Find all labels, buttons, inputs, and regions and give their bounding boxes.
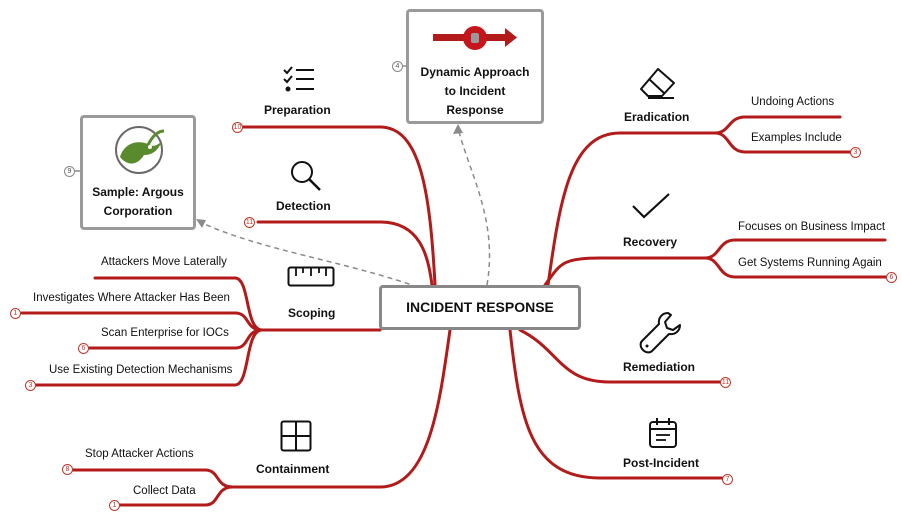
containment-child-collect[interactable]: Collect Data (133, 485, 196, 497)
containment-child-stop-badge: 8 (62, 464, 73, 475)
forward-arrow-icon (433, 26, 517, 50)
scoping-label[interactable]: Scoping (288, 306, 336, 320)
scoping-child-existing-badge: 3 (25, 380, 36, 391)
ruler-icon (287, 266, 335, 287)
preparation-label[interactable]: Preparation (264, 103, 331, 117)
branch-line-remediation (518, 328, 724, 384)
magnifier-icon (291, 161, 321, 191)
remediation-label[interactable]: Remediation (623, 360, 696, 374)
branch-line-detection (256, 220, 434, 287)
containment-child-stop[interactable]: Stop Attacker Actions (85, 448, 194, 460)
dynamic-approach-badge: 4 (392, 61, 403, 72)
scoping-child-investigates-badge: 1 (10, 308, 21, 319)
scoping-child-scan-badge: 6 (78, 343, 89, 354)
eradication-child-examples[interactable]: Examples Include (751, 132, 842, 144)
sample-argous-label: Sample: Argous Corporation (92, 185, 184, 218)
recovery-child-business[interactable]: Focuses on Business Impact (738, 221, 886, 233)
argous-logo-icon (115, 126, 165, 174)
recovery-label[interactable]: Recovery (623, 235, 678, 249)
recovery-child-systems[interactable]: Get Systems Running Again (738, 257, 882, 269)
remediation-badge: 11 (720, 377, 731, 388)
scoping-child-existing[interactable]: Use Existing Detection Mechanisms (49, 364, 233, 376)
dynamic-approach-label: Dynamic Approach to Incident Response (420, 65, 530, 117)
branch-line-containment (231, 328, 452, 489)
recovery-child-systems-badge: 6 (886, 272, 897, 283)
center-node[interactable]: INCIDENT RESPONSE (379, 285, 581, 330)
eraser-icon (640, 68, 675, 99)
center-node-label: INCIDENT RESPONSE (406, 299, 554, 315)
sample-argous-node[interactable]: Sample: Argous Corporation (80, 115, 196, 230)
branch-line-eradication (546, 131, 717, 287)
branch-line-post-incident (508, 328, 724, 480)
detection-badge: 11 (244, 217, 255, 228)
checklist-icon (283, 66, 314, 92)
containment-label[interactable]: Containment (256, 462, 330, 476)
post-incident-badge: 7 (722, 474, 733, 485)
scoping-child-investigates[interactable]: Investigates Where Attacker Has Been (33, 292, 230, 304)
branch-line-preparation (241, 125, 437, 287)
eradication-child-undoing[interactable]: Undoing Actions (751, 96, 835, 108)
eradication-child-examples-badge: 3 (850, 147, 861, 158)
dashed-link-sample (199, 221, 419, 288)
dynamic-approach-node[interactable]: Dynamic Approach to Incident Response (406, 9, 544, 124)
scoping-child-scan[interactable]: Scan Enterprise for IOCs (101, 327, 229, 339)
checkmark-icon (632, 193, 670, 219)
branch-line-recovery (543, 256, 707, 287)
scoping-child-lateral[interactable]: Attackers Move Laterally (101, 256, 227, 268)
post-incident-label[interactable]: Post-Incident (623, 456, 700, 470)
calendar-icon (649, 418, 677, 448)
grid-icon (280, 420, 312, 452)
preparation-badge: 10 (232, 122, 243, 133)
dashed-link-dynamic (457, 127, 491, 286)
eradication-label[interactable]: Eradication (624, 110, 690, 124)
containment-child-collect-badge: 1 (109, 500, 120, 511)
detection-label[interactable]: Detection (276, 199, 331, 213)
wrench-icon (639, 312, 681, 354)
sample-argous-badge: 9 (64, 166, 75, 177)
